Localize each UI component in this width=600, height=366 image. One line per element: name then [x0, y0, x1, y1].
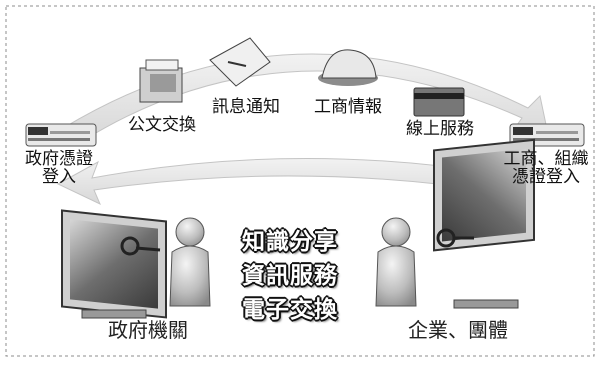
label-online-services: 線上服務 — [406, 119, 474, 139]
label-gov-cert-login: 政府憑證 登入 — [25, 149, 93, 187]
diagram-border — [5, 5, 595, 357]
gov-person-icon — [169, 217, 211, 307]
gov-cert-card-icon — [25, 123, 97, 147]
document-exchange-icon — [139, 59, 183, 103]
label-business-org-cert-login: 工商、組織 憑證登入 — [503, 149, 589, 187]
business-person-icon — [375, 217, 417, 307]
business-info-icon — [318, 49, 378, 86]
business-monitor-icon — [433, 138, 535, 309]
notification-icon — [209, 37, 271, 87]
core-knowledge-sharing: 知識分享 — [242, 229, 338, 255]
label-official-doc-exchange: 公文交換 — [128, 115, 196, 135]
label-government-agency: 政府機關 — [108, 318, 188, 342]
gov-monitor-icon — [61, 209, 167, 319]
core-information-services: 資訊服務 — [242, 263, 338, 289]
lower-flow-arrow — [56, 157, 513, 206]
core-electronic-exchange: 電子交換 — [242, 297, 338, 323]
online-services-icon — [413, 87, 465, 117]
label-enterprise-organization: 企業、團體 — [408, 318, 508, 342]
label-message-notification: 訊息通知 — [212, 97, 280, 117]
label-business-info: 工商情報 — [314, 97, 382, 117]
